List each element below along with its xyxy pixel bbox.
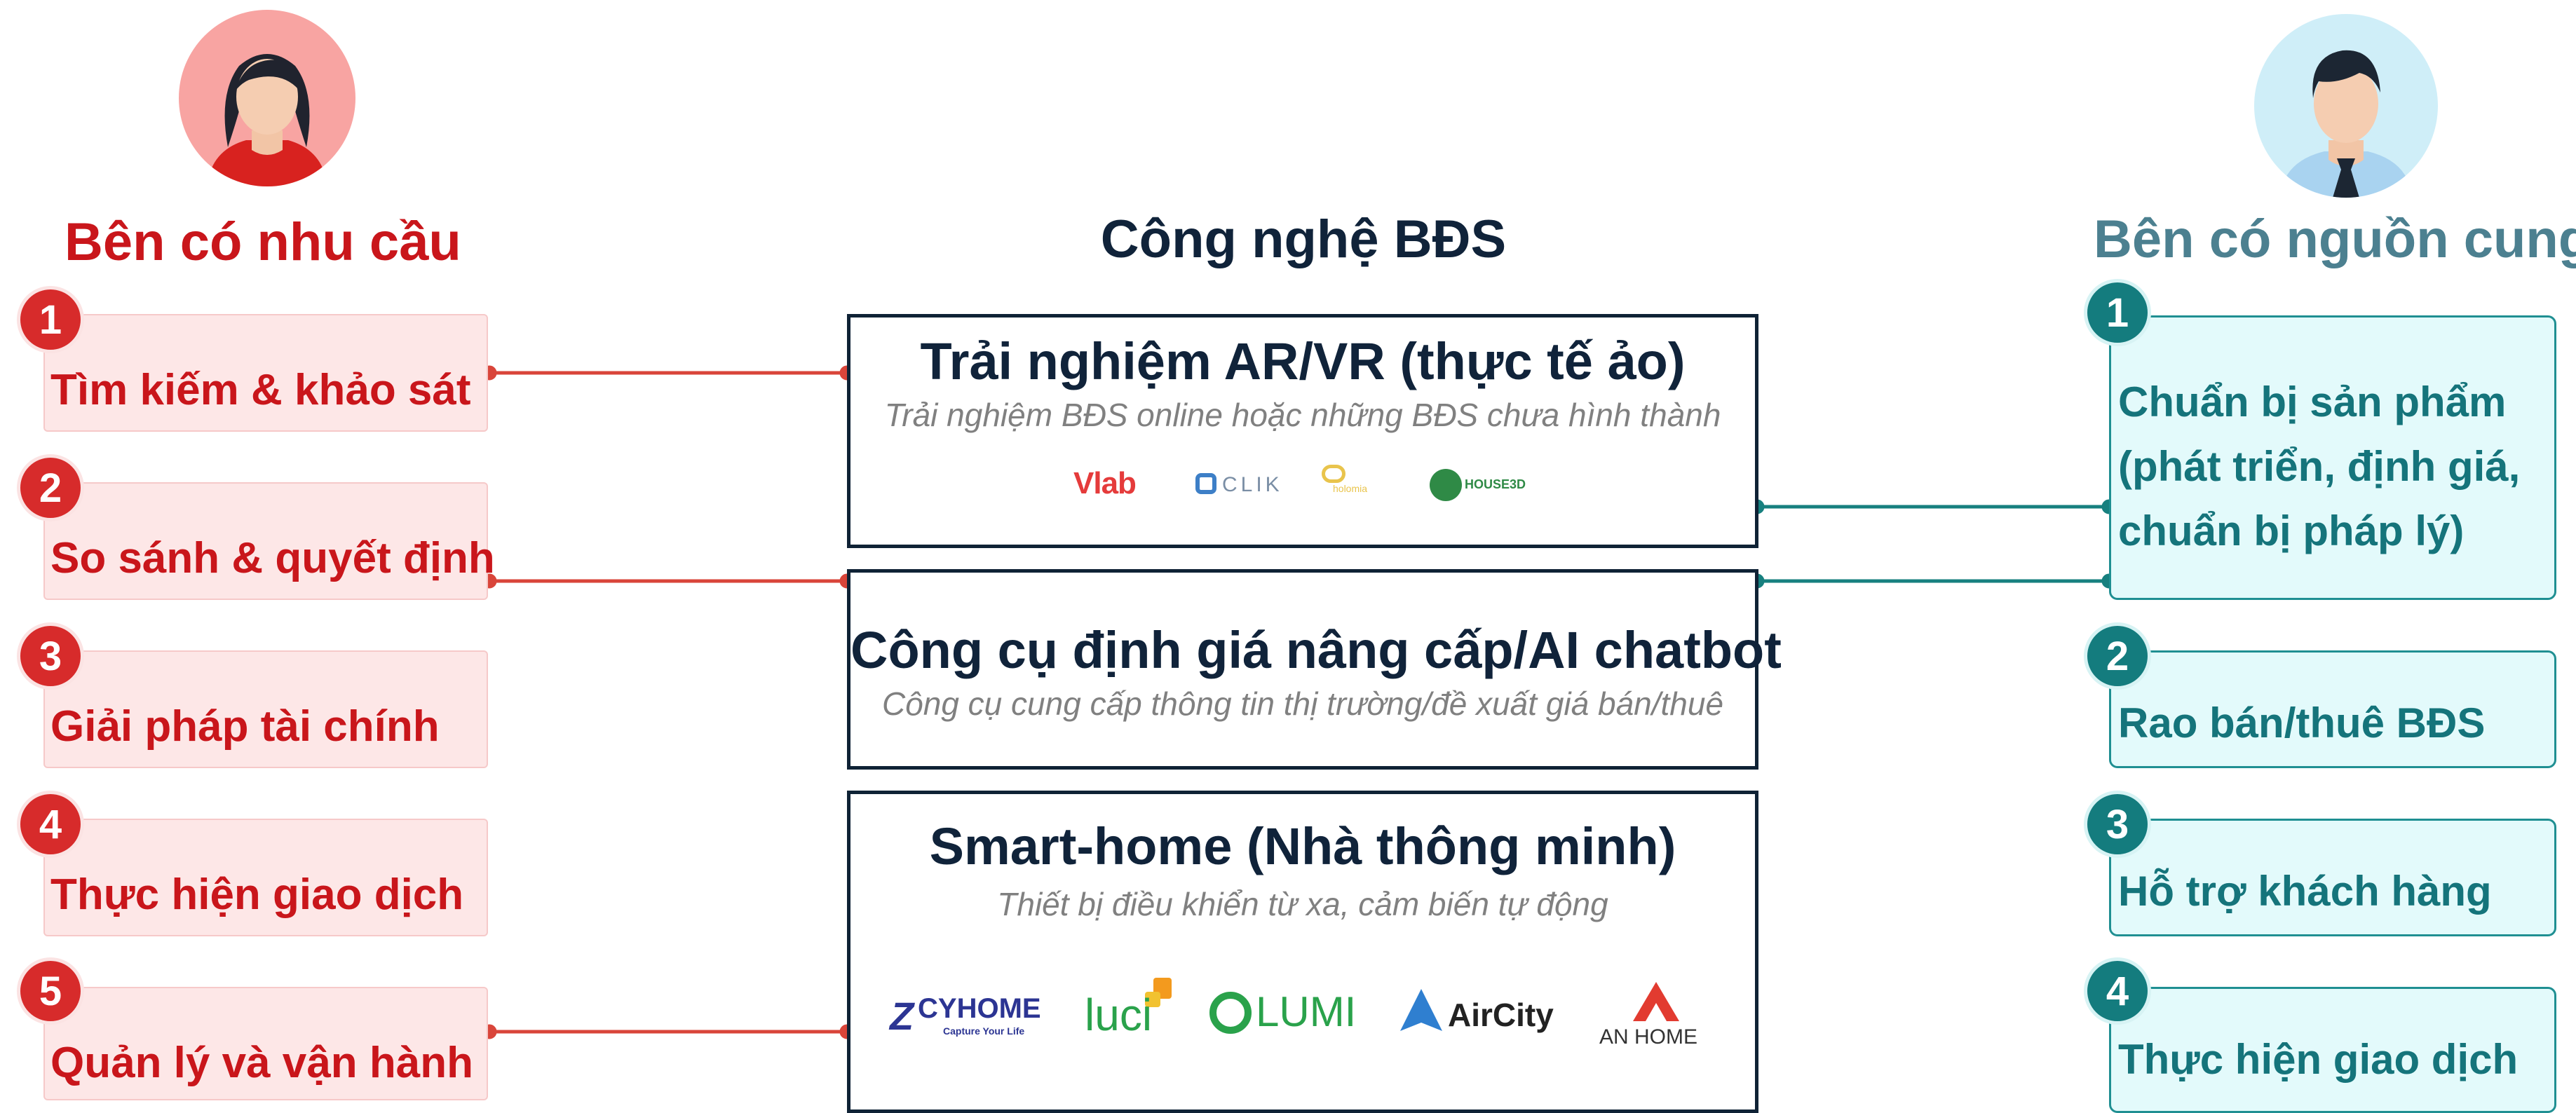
woman-icon <box>207 54 327 186</box>
supply-step-3: Hỗ trợ khách hàng <box>2109 819 2556 936</box>
demand-step-3: Giải pháp tài chính <box>43 650 488 768</box>
tech-title: Công nghệ BĐS <box>1100 210 1507 269</box>
demand-step-2: So sánh & quyết định <box>43 482 495 600</box>
step-number-badge: 1 <box>17 286 84 353</box>
anhome-icon <box>1633 982 1679 1021</box>
step-number-badge: 5 <box>17 957 84 1025</box>
cyhome-icon: Z <box>890 994 914 1038</box>
aircity-icon <box>1400 989 1442 1031</box>
logo-clik: CLIK <box>1222 473 1283 496</box>
tech-box-title: Smart-home (Nhà thông minh) <box>929 817 1676 875</box>
buyer-avatar <box>179 10 355 186</box>
step-number-badge: 3 <box>17 622 84 690</box>
demand-side-title: Bên có nhu cầu <box>65 212 461 272</box>
step-number-badge: 4 <box>17 791 84 858</box>
step-number-badge: 4 <box>2084 957 2151 1025</box>
house3d-icon <box>1430 469 1462 501</box>
step-number-badge: 2 <box>2084 622 2151 690</box>
supply-step-4: Thực hiện giao dịch <box>2109 987 2556 1113</box>
supply-step-1: Chuẩn bị sản phẩm (phát triển, định giá,… <box>2109 315 2556 600</box>
demand-step-label: Thực hiện giao dịch <box>50 870 464 919</box>
logo-anhome: AN HOME <box>1599 1025 1698 1049</box>
step-number-badge: 3 <box>2084 791 2151 858</box>
tech-box-subtitle: Thiết bị điều khiển từ xa, cảm biến tự đ… <box>997 886 1608 922</box>
logo-lumi: LUMI <box>1256 988 1357 1035</box>
supply-step-label: (phát triển, định giá, <box>2118 443 2521 490</box>
step-number-badge: 1 <box>2084 279 2151 346</box>
demand-step-label: Quản lý và vận hành <box>50 1039 473 1087</box>
supply-step-label: Rao bán/thuê BĐS <box>2118 699 2486 746</box>
supply-step-label: Thực hiện giao dịch <box>2118 1036 2519 1083</box>
logo-cyhome: CYHOME <box>918 993 1041 1024</box>
demand-step-label: Tìm kiếm & khảo sát <box>50 366 471 414</box>
tech-box-smarthome: Smart-home (Nhà thông minh) Thiết bị điề… <box>847 791 1758 1113</box>
clik-icon <box>1195 473 1216 494</box>
logo-vlab: Vlab <box>1073 466 1137 500</box>
luci-icon-2 <box>1145 992 1160 1007</box>
logo-house3d: HOUSE3D <box>1465 477 1526 491</box>
supply-step-label: chuẩn bị pháp lý) <box>2118 507 2465 554</box>
man-icon <box>2279 50 2413 198</box>
demand-step-1: Tìm kiếm & khảo sát <box>43 314 488 432</box>
supply-step-label: Hỗ trợ khách hàng <box>2118 868 2492 915</box>
supply-side-title: Bên có nguồn cung <box>2094 210 2576 269</box>
lumi-icon <box>1209 992 1252 1034</box>
logo-aircity: AirCity <box>1448 997 1554 1033</box>
tech-box-arvr: Trải nghiệm AR/VR (thực tế ảo) Trải nghi… <box>847 314 1758 548</box>
seller-avatar <box>2254 14 2438 198</box>
supply-step-label: Chuẩn bị sản phẩm <box>2118 378 2507 425</box>
tech-box-ai-pricing: Công cụ định giá nâng cấp/AI chatbot Côn… <box>847 569 1782 770</box>
tech-box-subtitle: Trải nghiệm BĐS online hoặc những BĐS ch… <box>884 397 1721 433</box>
demand-step-5: Quản lý và vận hành <box>43 987 488 1100</box>
step-number-badge: 2 <box>17 454 84 521</box>
tech-box-title: Trải nghiệm AR/VR (thực tế ảo) <box>920 332 1686 390</box>
supply-step-2: Rao bán/thuê BĐS <box>2109 650 2556 768</box>
holomia-icon <box>1322 465 1345 483</box>
tech-box-title: Công cụ định giá nâng cấp/AI chatbot <box>850 621 1782 679</box>
logo-cyhome-tagline: Capture Your Life <box>943 1025 1025 1037</box>
logo-luci: luci <box>1085 990 1153 1040</box>
demand-step-label: So sánh & quyết định <box>50 534 495 582</box>
demand-step-label: Giải pháp tài chính <box>50 702 440 751</box>
demand-step-4: Thực hiện giao dịch <box>43 819 488 936</box>
logo-holomia: holomia <box>1333 483 1368 494</box>
tech-box-subtitle: Công cụ cung cấp thông tin thị trường/đề… <box>881 685 1724 722</box>
